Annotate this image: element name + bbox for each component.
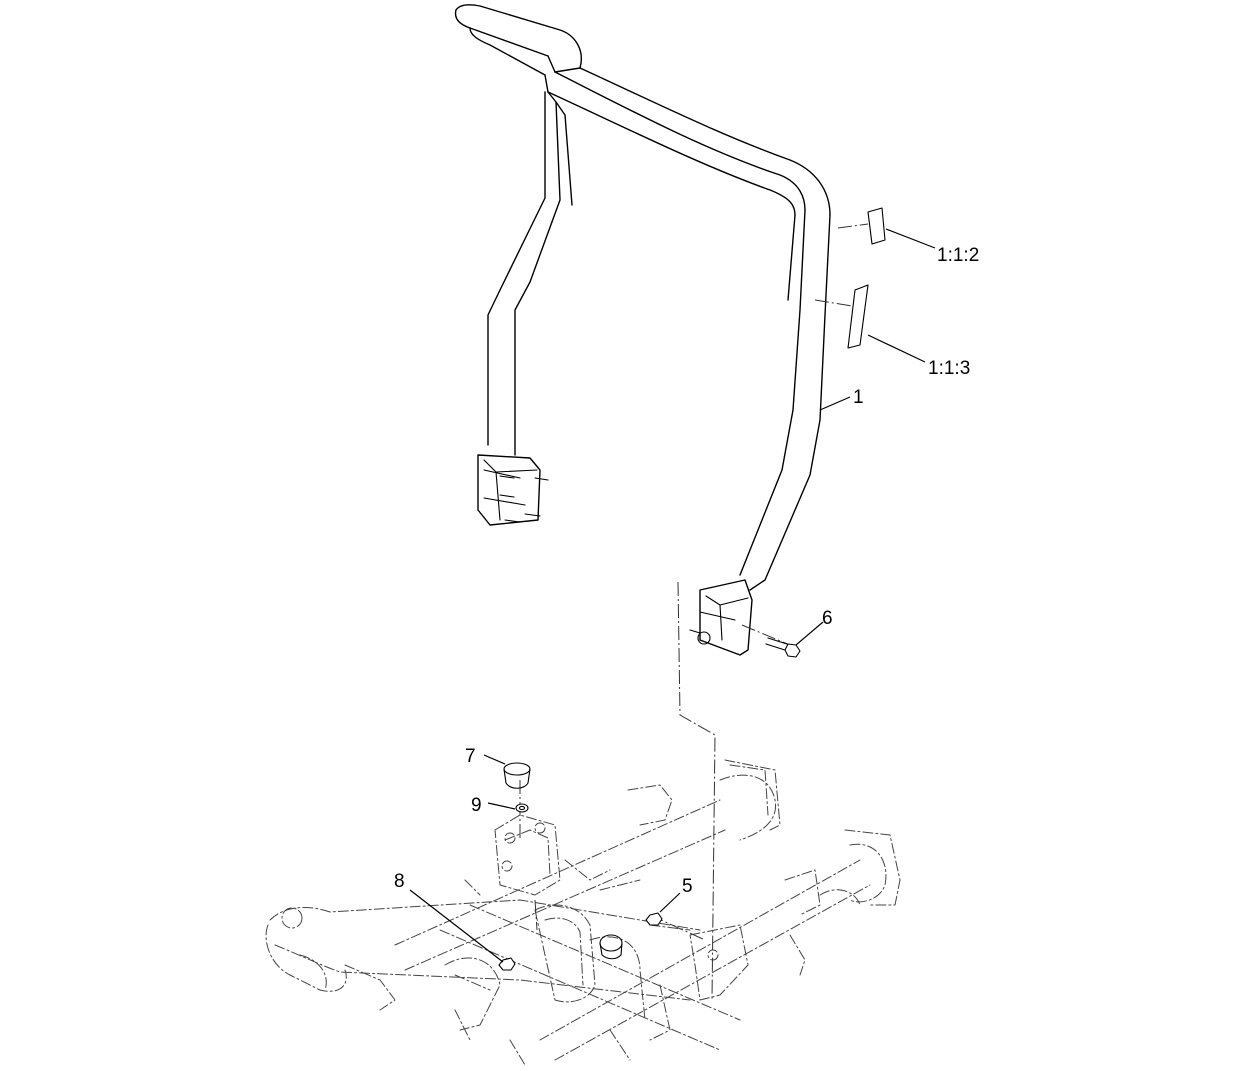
rops-bar xyxy=(454,4,831,656)
assembly-centerlines xyxy=(519,581,791,1001)
decal-1-1-3 xyxy=(814,284,869,349)
nut-8 xyxy=(498,957,516,971)
callout-1: 1 xyxy=(853,387,864,408)
decal-1-1-2 xyxy=(837,207,886,245)
callout-6: 6 xyxy=(822,608,833,629)
callout-1-1-3: 1:1:3 xyxy=(928,358,970,379)
frame-assembly-phantom xyxy=(265,759,901,1066)
callouts: 1:1:2 1:1:3 1 6 7 9 8 5 xyxy=(394,245,979,897)
knob-7 xyxy=(503,762,531,789)
callout-1-1-2: 1:1:2 xyxy=(937,245,979,266)
leader-lines xyxy=(409,228,936,963)
callout-5: 5 xyxy=(682,876,693,897)
washer-9 xyxy=(515,803,529,813)
nut-5 xyxy=(645,912,663,926)
callout-7: 7 xyxy=(465,746,476,767)
callout-9: 9 xyxy=(471,795,482,816)
callout-8: 8 xyxy=(394,871,405,892)
bolt-6 xyxy=(765,637,801,658)
